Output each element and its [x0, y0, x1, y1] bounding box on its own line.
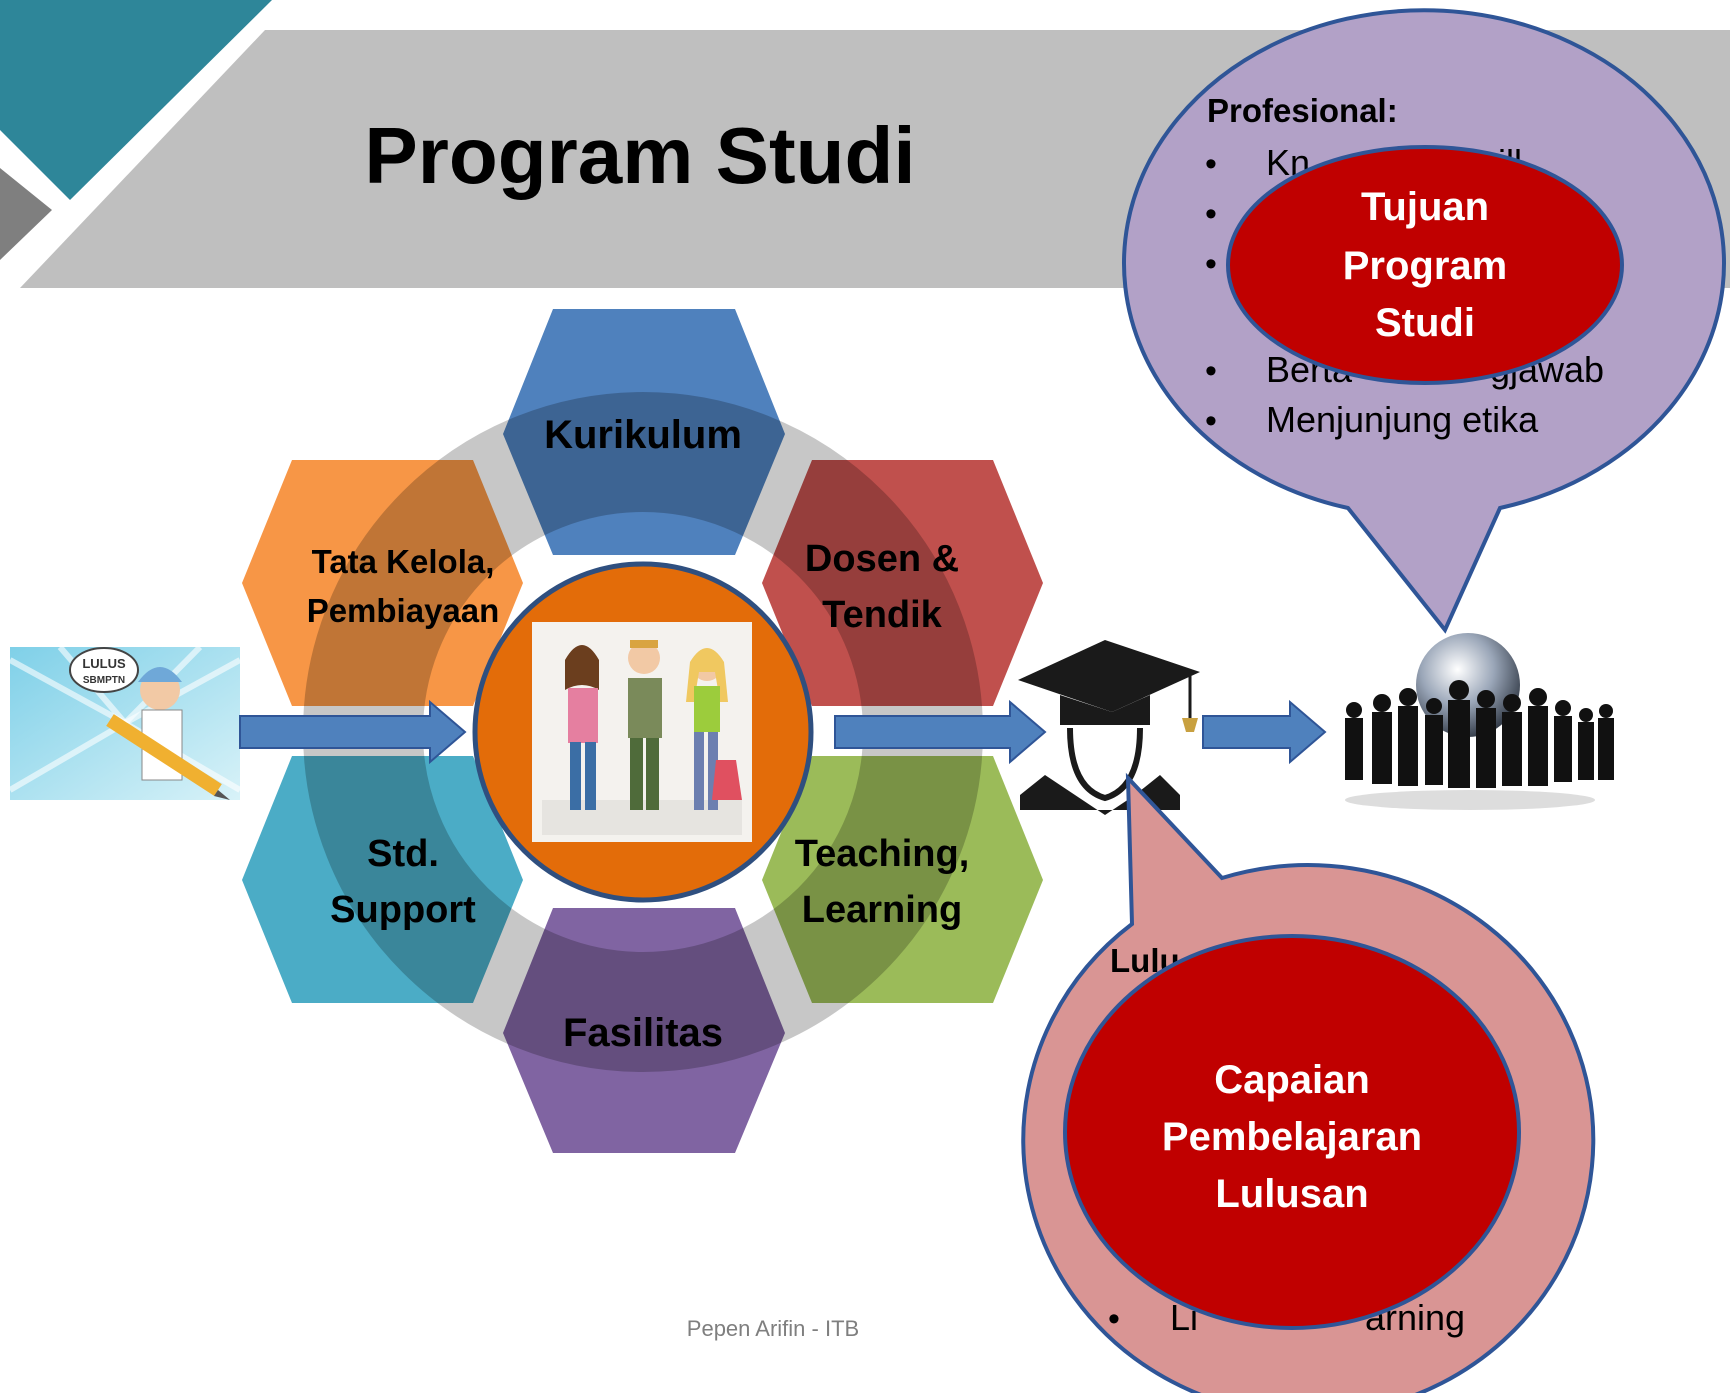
hex-label-dosen-1: Dosen & — [805, 538, 959, 580]
teal-corner-shape — [0, 0, 272, 200]
callout-top-bullet-4: • — [1205, 352, 1217, 390]
hex-std-support — [242, 756, 523, 1003]
speech-text-1: LULUS — [82, 656, 126, 671]
speech-text-2: SBMPTN — [83, 675, 125, 686]
graduate-icon — [1018, 640, 1200, 815]
oval-capaian-line-1: Capaian — [1214, 1058, 1370, 1102]
callout-top-bullet-1: • — [1205, 145, 1217, 183]
oval-capaian-pembelajaran — [1063, 934, 1521, 1330]
slide-footer: Pepen Arifin - ITB — [687, 1316, 859, 1341]
student-sbmptn-image: LULUS SBMPTN — [8, 644, 242, 800]
callout-top-item-5: Menjunjung etika — [1266, 399, 1539, 440]
hex-label-tata-1: Tata Kelola, — [312, 543, 495, 580]
oval-tujuan-program-studi — [1226, 145, 1624, 385]
hex-label-tata-2: Pembiayaan — [307, 592, 500, 629]
arrow-student-to-center[interactable] — [239, 699, 467, 765]
workforce-globe-icon — [1345, 633, 1614, 810]
hex-teaching-learning — [762, 756, 1043, 1003]
oval-capaian-line-2: Pembelajaran — [1162, 1115, 1422, 1159]
hex-label-teaching-2: Learning — [802, 889, 962, 931]
callout-bottom-bullet: • — [1108, 1300, 1120, 1338]
hex-label-fasilitas: Fasilitas — [563, 1011, 723, 1055]
hex-fasilitas — [503, 908, 785, 1153]
hex-label-dosen-2: Tendik — [822, 594, 943, 636]
hex-tata-kelola — [242, 460, 523, 706]
arrow-center-to-graduate[interactable] — [834, 699, 1047, 765]
callout-top-bullet-3: • — [1205, 245, 1217, 283]
oval-tujuan-line-2: Program — [1343, 244, 1508, 288]
hex-label-support-2: Support — [330, 889, 476, 931]
hex-label-support-1: Std. — [367, 833, 439, 875]
callout-top-heading: Profesional: — [1207, 92, 1398, 129]
gray-corner-shape — [0, 168, 52, 260]
slide-title: Program Studi — [364, 111, 915, 200]
callout-top-bullet-2: • — [1205, 195, 1217, 233]
hex-kurikulum — [503, 309, 785, 555]
oval-tujuan-line-3: Studi — [1375, 301, 1475, 345]
oval-tujuan-line-1: Tujuan — [1361, 185, 1489, 229]
callout-top-bullet-5: • — [1205, 402, 1217, 440]
hex-label-teaching-1: Teaching, — [795, 833, 970, 875]
arrow-graduate-to-workforce[interactable] — [1202, 699, 1327, 765]
students-figures — [542, 640, 742, 835]
hex-dosen-tendik — [762, 460, 1043, 706]
oval-capaian-line-3: Lulusan — [1215, 1172, 1368, 1216]
hex-label-kurikulum: Kurikulum — [544, 413, 742, 457]
